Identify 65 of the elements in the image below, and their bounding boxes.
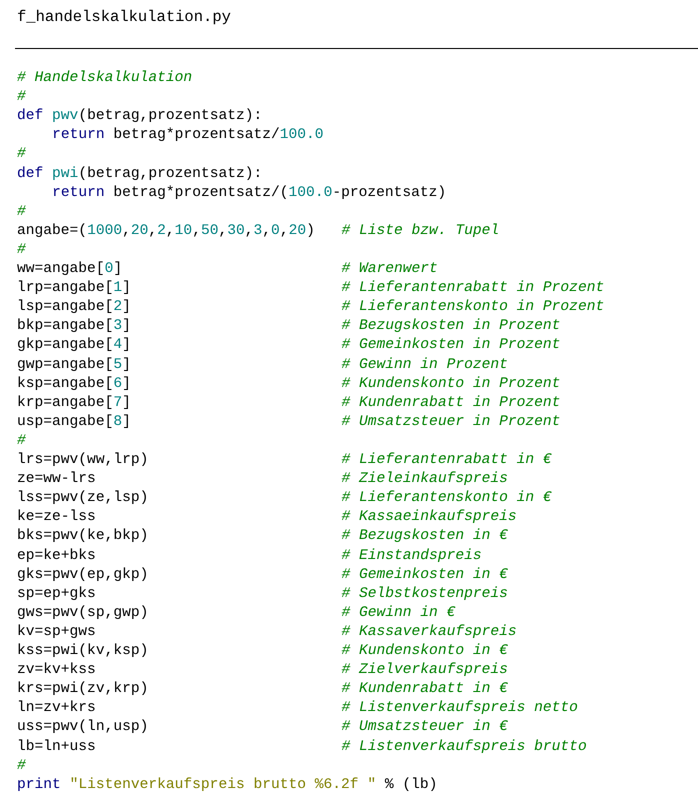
- code-comment: # Bezugskosten in €: [341, 528, 508, 546]
- code-comment: # Gewinn in €: [341, 604, 456, 622]
- code-comment: # Lieferantenskonto in Prozent: [341, 299, 604, 316]
- code-line: return betrag*prozentsatz/100.0: [52, 127, 324, 144]
- code-line: sp=ep+gks: [17, 586, 96, 603]
- code-line: kv=sp+gws: [17, 624, 96, 641]
- code-line: kss=pwi(kv,ksp): [17, 643, 148, 660]
- code-comment: # Kundenskonto in €: [341, 643, 508, 660]
- code-comment: # Gemeinkosten in Prozent: [341, 337, 560, 354]
- code-comment: # Kassaeinkaufspreis: [341, 509, 517, 526]
- code-line: ze=ww-lrs: [17, 471, 96, 488]
- code-comment: # Handelskalkulation: [17, 70, 192, 87]
- code-line: zv=kv+kss: [17, 662, 96, 680]
- code-line: lrp=angabe[1]: [17, 280, 131, 298]
- code-line: print "Listenverkaufspreis brutto %6.2f " % (lb): [17, 776, 438, 794]
- code-line: return betrag*prozentsatz/(100.0-prozentsatz): [52, 184, 446, 202]
- code-line: krs=pwi(zv,krp): [17, 681, 148, 698]
- code-line: lb=ln+uss: [17, 738, 96, 756]
- code-comment: #: [17, 758, 26, 775]
- code-comment: # Lieferantenrabatt in €: [341, 452, 552, 469]
- code-line: ke=ze-lss: [17, 509, 96, 526]
- code-line: def pwi(betrag,prozentsatz):: [17, 166, 262, 182]
- code-comment: # Umsatzsteuer in Prozent: [341, 414, 560, 431]
- code-line: gwp=angabe[5]: [17, 356, 131, 374]
- code-comment: # Kundenrabatt in Prozent: [341, 394, 560, 412]
- code-comment: #: [17, 242, 26, 259]
- code-comment: # Gewinn in Prozent: [341, 356, 508, 374]
- code-line: def pwv(betrag,prozentsatz):: [17, 108, 262, 126]
- code-line: krp=angabe[7]: [17, 394, 131, 412]
- code-comment: # Warenwert: [341, 261, 438, 278]
- code-comment: # Kundenrabatt in €: [341, 681, 508, 698]
- code-comment: # Lieferantenrabatt in Prozent: [341, 280, 604, 298]
- code-line: lss=pwv(ze,lsp): [17, 490, 148, 508]
- code-line: lsp=angabe[2]: [17, 299, 131, 316]
- code-comment: # Listenverkaufspreis brutto: [341, 738, 587, 756]
- file-name-heading: f_handelskalkulation.py: [17, 8, 231, 26]
- code-line: bkp=angabe[3]: [17, 318, 131, 336]
- code-comment: # Bezugskosten in Prozent: [341, 318, 560, 336]
- code-line: ww=angabe[0]: [17, 261, 122, 278]
- code-line: ln=zv+krs: [17, 700, 96, 718]
- code-comment: # Selbstkostenpreis: [341, 586, 508, 603]
- code-comment: # Einstandspreis: [341, 548, 482, 564]
- code-comment: #: [17, 432, 26, 450]
- code-comment: # Listenverkaufspreis netto: [341, 700, 578, 718]
- code-line: lrs=pwv(ww,lrp): [17, 452, 148, 469]
- code-line: gks=pwv(ep,gkp): [17, 566, 148, 584]
- code-comment: # Liste bzw. Tupel: [341, 222, 500, 240]
- code-comment: # Kundenskonto in Prozent: [341, 376, 560, 393]
- code-line: bks=pwv(ke,bkp): [17, 528, 148, 546]
- code-line: angabe=(1000,20,2,10,50,30,3,0,20): [17, 222, 315, 240]
- code-comment: #: [17, 204, 26, 221]
- code-line: gkp=angabe[4]: [17, 337, 131, 354]
- code-comment: # Lieferantenskonto in €: [341, 490, 552, 508]
- code-comment: # Gemeinkosten in €: [341, 566, 508, 584]
- code-comment: #: [17, 89, 26, 106]
- code-line: ep=ke+bks: [17, 548, 96, 564]
- code-line: gws=pwv(sp,gwp): [17, 604, 148, 622]
- code-line: usp=angabe[8]: [17, 414, 131, 431]
- code-comment: # Zieleinkaufspreis: [341, 471, 508, 488]
- code-comment: # Zielverkaufspreis: [341, 662, 508, 680]
- code-line: uss=pwv(ln,usp): [17, 719, 148, 736]
- code-comment: #: [17, 146, 26, 164]
- code-comment: # Umsatzsteuer in €: [341, 719, 508, 736]
- code-line: ksp=angabe[6]: [17, 376, 131, 393]
- code-comment: # Kassaverkaufspreis: [341, 624, 517, 641]
